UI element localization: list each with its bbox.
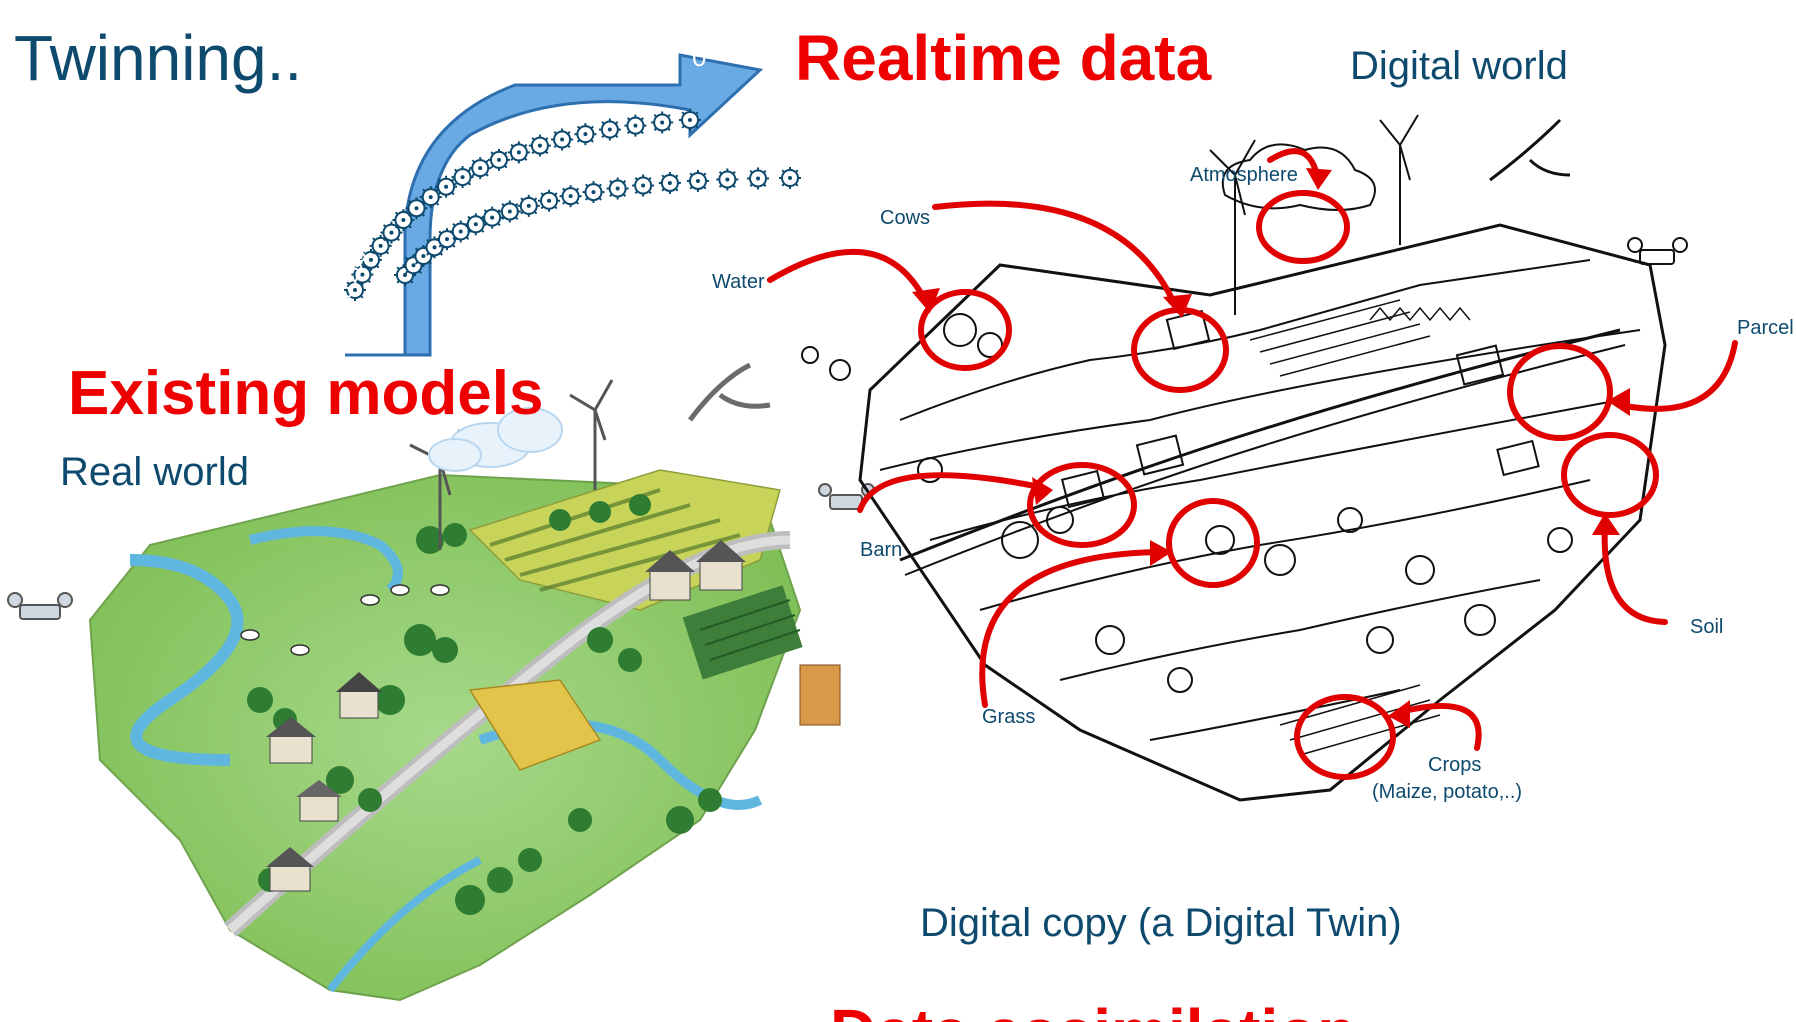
grass-label: Grass [982,706,1036,728]
atmosphere-circle [1256,190,1350,264]
grass-circle [1166,498,1260,588]
data-gear-icon [551,128,574,151]
data-gear-icon [380,221,403,244]
data-gear-icon [517,194,540,217]
real-world-illustration [7,362,875,1002]
parcel-arrow [1617,340,1738,412]
data-gear-icon [658,171,681,194]
water-arrow [767,249,928,303]
data-gear-icon [507,141,530,164]
crops-detail-label: (Maize, potato,..) [1372,781,1523,803]
data-gear-icon [538,189,561,212]
soil-circle [1561,432,1659,518]
barn-label: Barn [860,539,903,561]
data-gear-icon [498,200,521,223]
data-gear-icon [344,279,366,301]
data-gear-icon [598,118,621,141]
soil-arrow [1601,522,1668,625]
data-gear-icon [464,213,487,236]
digital-world-illustration [801,114,1688,802]
data-gear-icon [359,248,382,271]
data-gear-icon [582,181,605,204]
realtime-data-arrow [345,53,764,357]
grass-arrow [979,549,1163,708]
data-gear-icon [481,206,504,229]
digital-world-caption: Digital world [1350,44,1568,88]
crops-arrow [1397,703,1482,751]
cows-circle [1131,307,1229,393]
realtime-data-heading: Realtime data [795,22,1212,94]
data-assimilation-heading: Data assimilation [830,1000,1356,1022]
data-gear-icon [779,167,801,189]
data-gear-icon [606,177,629,200]
data-gear-icon [574,123,597,146]
data-gear-icon [405,197,428,220]
cows-label: Cows [880,207,931,229]
data-gear-icon [686,169,709,192]
data-gear-trail-upper [344,109,701,301]
digital-copy-caption: Digital copy (a Digital Twin) [920,901,1402,945]
barn-circle [1027,462,1137,548]
crops-label: Crops [1428,754,1482,776]
parcel-label: Parcel [1737,317,1794,339]
existing-models-heading: Existing models [68,359,544,428]
data-gear-icon [679,109,701,131]
barn-arrow [857,472,1043,513]
data-gear-icon [747,167,770,190]
data-gear-icon [451,166,474,189]
real-world-caption: Real world [60,450,249,494]
crops-circle [1294,694,1396,780]
data-gear-icon [435,228,458,251]
binary-fragment-head: 0 [692,42,707,72]
data-gear-icon [449,220,472,243]
data-gear-icon [435,175,458,198]
parcel-circle [1507,343,1613,441]
data-gear-icon [624,114,647,137]
water-label: Water [712,271,765,293]
data-gear-icon [392,209,415,232]
data-gear-icon [469,157,492,180]
data-gear-trail-lower [394,167,801,286]
data-gear-icon [559,185,582,208]
data-gear-icon [716,168,739,191]
page-title: Twinning.. [14,22,303,94]
data-gear-icon [632,174,655,197]
data-gear-icon [651,111,674,134]
data-gear-icon [487,148,510,171]
soil-label: Soil [1690,616,1724,638]
atmosphere-label: Atmosphere [1190,164,1298,186]
data-gear-icon [351,263,374,286]
cows-arrow [932,200,1178,308]
water-circle [918,289,1012,371]
data-gear-icon [528,134,551,157]
